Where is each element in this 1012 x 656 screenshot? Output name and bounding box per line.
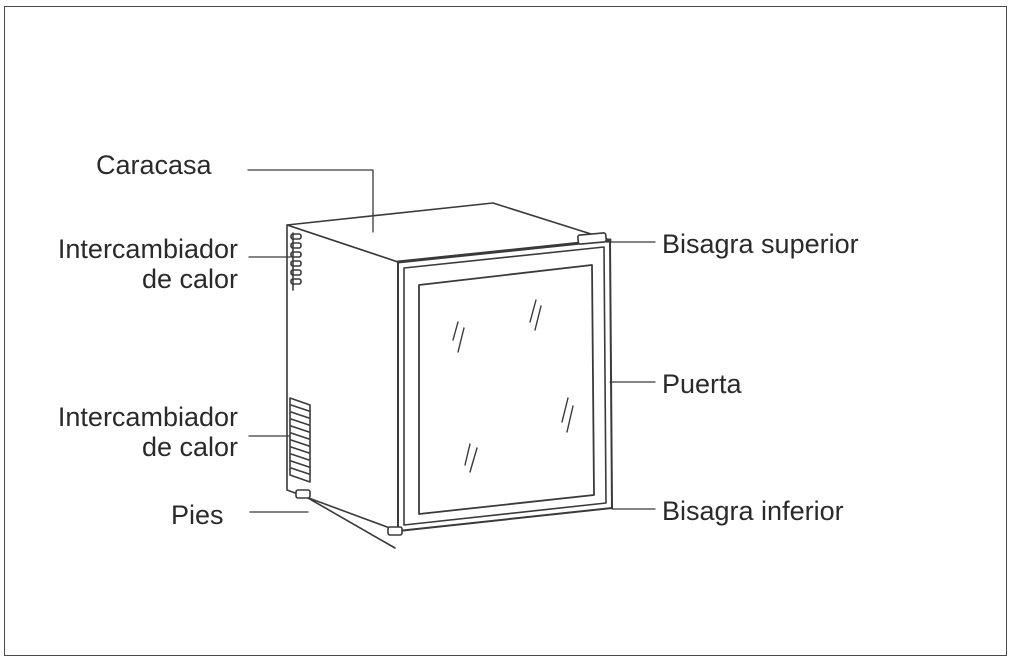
label-housing: Caracasa xyxy=(96,150,212,180)
leader-lines xyxy=(247,169,656,513)
label-heat-exchanger-top-line1: Intercambiador xyxy=(57,234,238,264)
glass-reflections xyxy=(452,299,574,473)
label-feet: Pies xyxy=(171,500,224,530)
top-vents xyxy=(290,232,302,291)
top-hinge-part xyxy=(577,232,608,245)
door-glass xyxy=(418,264,595,515)
label-heat-exchanger-bottom-line1: Intercambiador xyxy=(57,402,238,432)
bottom-vents xyxy=(289,397,311,483)
label-heat-exchanger-top: Intercambiador de calor xyxy=(58,234,238,294)
label-door: Puerta xyxy=(662,369,742,399)
label-heat-exchanger-bottom: Intercambiador de calor xyxy=(58,402,238,462)
label-heat-exchanger-bottom-line2: de calor xyxy=(141,432,238,462)
door-frame-inner-line xyxy=(403,246,607,526)
label-top-hinge: Bisagra superior xyxy=(662,229,859,259)
cabinet-side-face xyxy=(286,224,399,532)
feet-parts xyxy=(295,489,403,549)
label-heat-exchanger-top-line2: de calor xyxy=(141,264,238,294)
label-bottom-hinge: Bisagra inferior xyxy=(662,496,844,526)
